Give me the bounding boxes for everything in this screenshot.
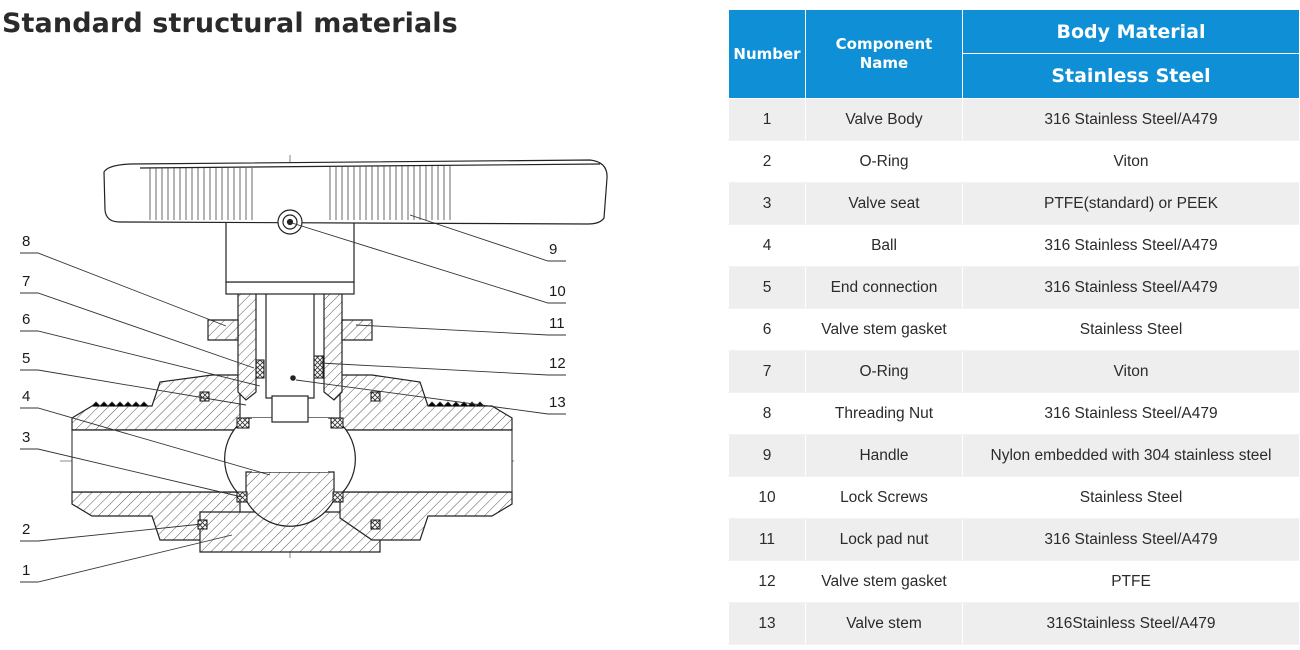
row-material: 316 Stainless Steel/A479 bbox=[962, 518, 1300, 561]
row-component: Valve stem gasket bbox=[805, 560, 963, 603]
header-number: Number bbox=[728, 9, 806, 99]
row-material: 316 Stainless Steel/A479 bbox=[962, 392, 1300, 435]
page-title: Standard structural materials bbox=[2, 8, 458, 39]
materials-table: Number Component Name Body Material Stai… bbox=[728, 9, 1300, 645]
ball bbox=[224, 417, 356, 527]
row-material: Stainless Steel bbox=[962, 308, 1300, 351]
callout-13: 13 bbox=[549, 394, 566, 411]
row-component: Valve stem bbox=[805, 602, 963, 645]
leader-lines bbox=[20, 214, 566, 583]
row-component: Lock Screws bbox=[805, 476, 963, 519]
callout-8: 8 bbox=[22, 233, 30, 250]
table-row: 10 Lock Screws Stainless Steel bbox=[728, 476, 1300, 519]
row-number: 6 bbox=[728, 308, 806, 351]
seats-and-rings bbox=[197, 355, 381, 530]
row-number: 13 bbox=[728, 602, 806, 645]
row-material: 316 Stainless Steel/A479 bbox=[962, 266, 1300, 309]
callout-3: 3 bbox=[22, 429, 30, 446]
callout-1: 1 bbox=[22, 562, 30, 579]
table-row: 12 Valve stem gasket PTFE bbox=[728, 560, 1300, 603]
row-number: 1 bbox=[728, 98, 806, 141]
callout-6: 6 bbox=[22, 311, 30, 328]
row-component: Ball bbox=[805, 224, 963, 267]
table-row: 9 Handle Nylon embedded with 304 stainle… bbox=[728, 434, 1300, 477]
row-number: 4 bbox=[728, 224, 806, 267]
row-number: 10 bbox=[728, 476, 806, 519]
row-number: 8 bbox=[728, 392, 806, 435]
valve-stem bbox=[225, 281, 355, 423]
table-row: 6 Valve stem gasket Stainless Steel bbox=[728, 308, 1300, 351]
row-component: End connection bbox=[805, 266, 963, 309]
row-material: Nylon embedded with 304 stainless steel bbox=[962, 434, 1300, 477]
row-material: Viton bbox=[962, 140, 1300, 183]
header-body-material: Body Material bbox=[962, 9, 1300, 54]
callout-7: 7 bbox=[22, 273, 30, 290]
table-row: 8 Threading Nut 316 Stainless Steel/A479 bbox=[728, 392, 1300, 435]
table-row: 2 O-Ring Viton bbox=[728, 140, 1300, 183]
callout-4: 4 bbox=[22, 388, 30, 405]
table-row: 1 Valve Body 316 Stainless Steel/A479 bbox=[728, 98, 1300, 141]
callout-12: 12 bbox=[549, 355, 566, 372]
row-material: 316 Stainless Steel/A479 bbox=[962, 224, 1300, 267]
row-component: O-Ring bbox=[805, 140, 963, 183]
row-number: 3 bbox=[728, 182, 806, 225]
header-stainless-steel: Stainless Steel bbox=[962, 53, 1300, 99]
row-material: PTFE bbox=[962, 560, 1300, 603]
table-row: 5 End connection 316 Stainless Steel/A47… bbox=[728, 266, 1300, 309]
row-number: 7 bbox=[728, 350, 806, 393]
header-component-name: Component Name bbox=[805, 9, 963, 99]
table-row: 13 Valve stem 316Stainless Steel/A479 bbox=[728, 602, 1300, 645]
row-component: Valve stem gasket bbox=[805, 308, 963, 351]
row-material: Viton bbox=[962, 350, 1300, 393]
row-material: 316Stainless Steel/A479 bbox=[962, 602, 1300, 645]
table-row: 11 Lock pad nut 316 Stainless Steel/A479 bbox=[728, 518, 1300, 561]
row-number: 12 bbox=[728, 560, 806, 603]
row-number: 5 bbox=[728, 266, 806, 309]
callout-2: 2 bbox=[22, 521, 30, 538]
callout-11: 11 bbox=[549, 315, 565, 332]
row-material: Stainless Steel bbox=[962, 476, 1300, 519]
row-component: Handle bbox=[805, 434, 963, 477]
valve-cross-section-drawing: 8 7 6 5 4 3 2 1 9 10 11 12 13 bbox=[20, 155, 608, 583]
row-component: Lock pad nut bbox=[805, 518, 963, 561]
table-row: 7 O-Ring Viton bbox=[728, 350, 1300, 393]
row-material: 316 Stainless Steel/A479 bbox=[962, 98, 1300, 141]
table-row: 4 Ball 316 Stainless Steel/A479 bbox=[728, 224, 1300, 267]
row-component: Valve Body bbox=[805, 98, 963, 141]
bonnet bbox=[207, 291, 373, 401]
row-number: 9 bbox=[728, 434, 806, 477]
handle bbox=[103, 159, 608, 283]
row-component: Threading Nut bbox=[805, 392, 963, 435]
row-component: Valve seat bbox=[805, 182, 963, 225]
callout-5: 5 bbox=[22, 350, 30, 367]
callout-9: 9 bbox=[549, 241, 557, 258]
row-number: 11 bbox=[728, 518, 806, 561]
row-component: O-Ring bbox=[805, 350, 963, 393]
valve-body-lower bbox=[71, 491, 513, 553]
callout-labels: 8 7 6 5 4 3 2 1 9 10 11 12 13 bbox=[22, 233, 566, 579]
table-row: 3 Valve seat PTFE(standard) or PEEK bbox=[728, 182, 1300, 225]
callout-10: 10 bbox=[549, 283, 566, 300]
row-number: 2 bbox=[728, 140, 806, 183]
row-material: PTFE(standard) or PEEK bbox=[962, 182, 1300, 225]
end-threads bbox=[91, 401, 485, 407]
